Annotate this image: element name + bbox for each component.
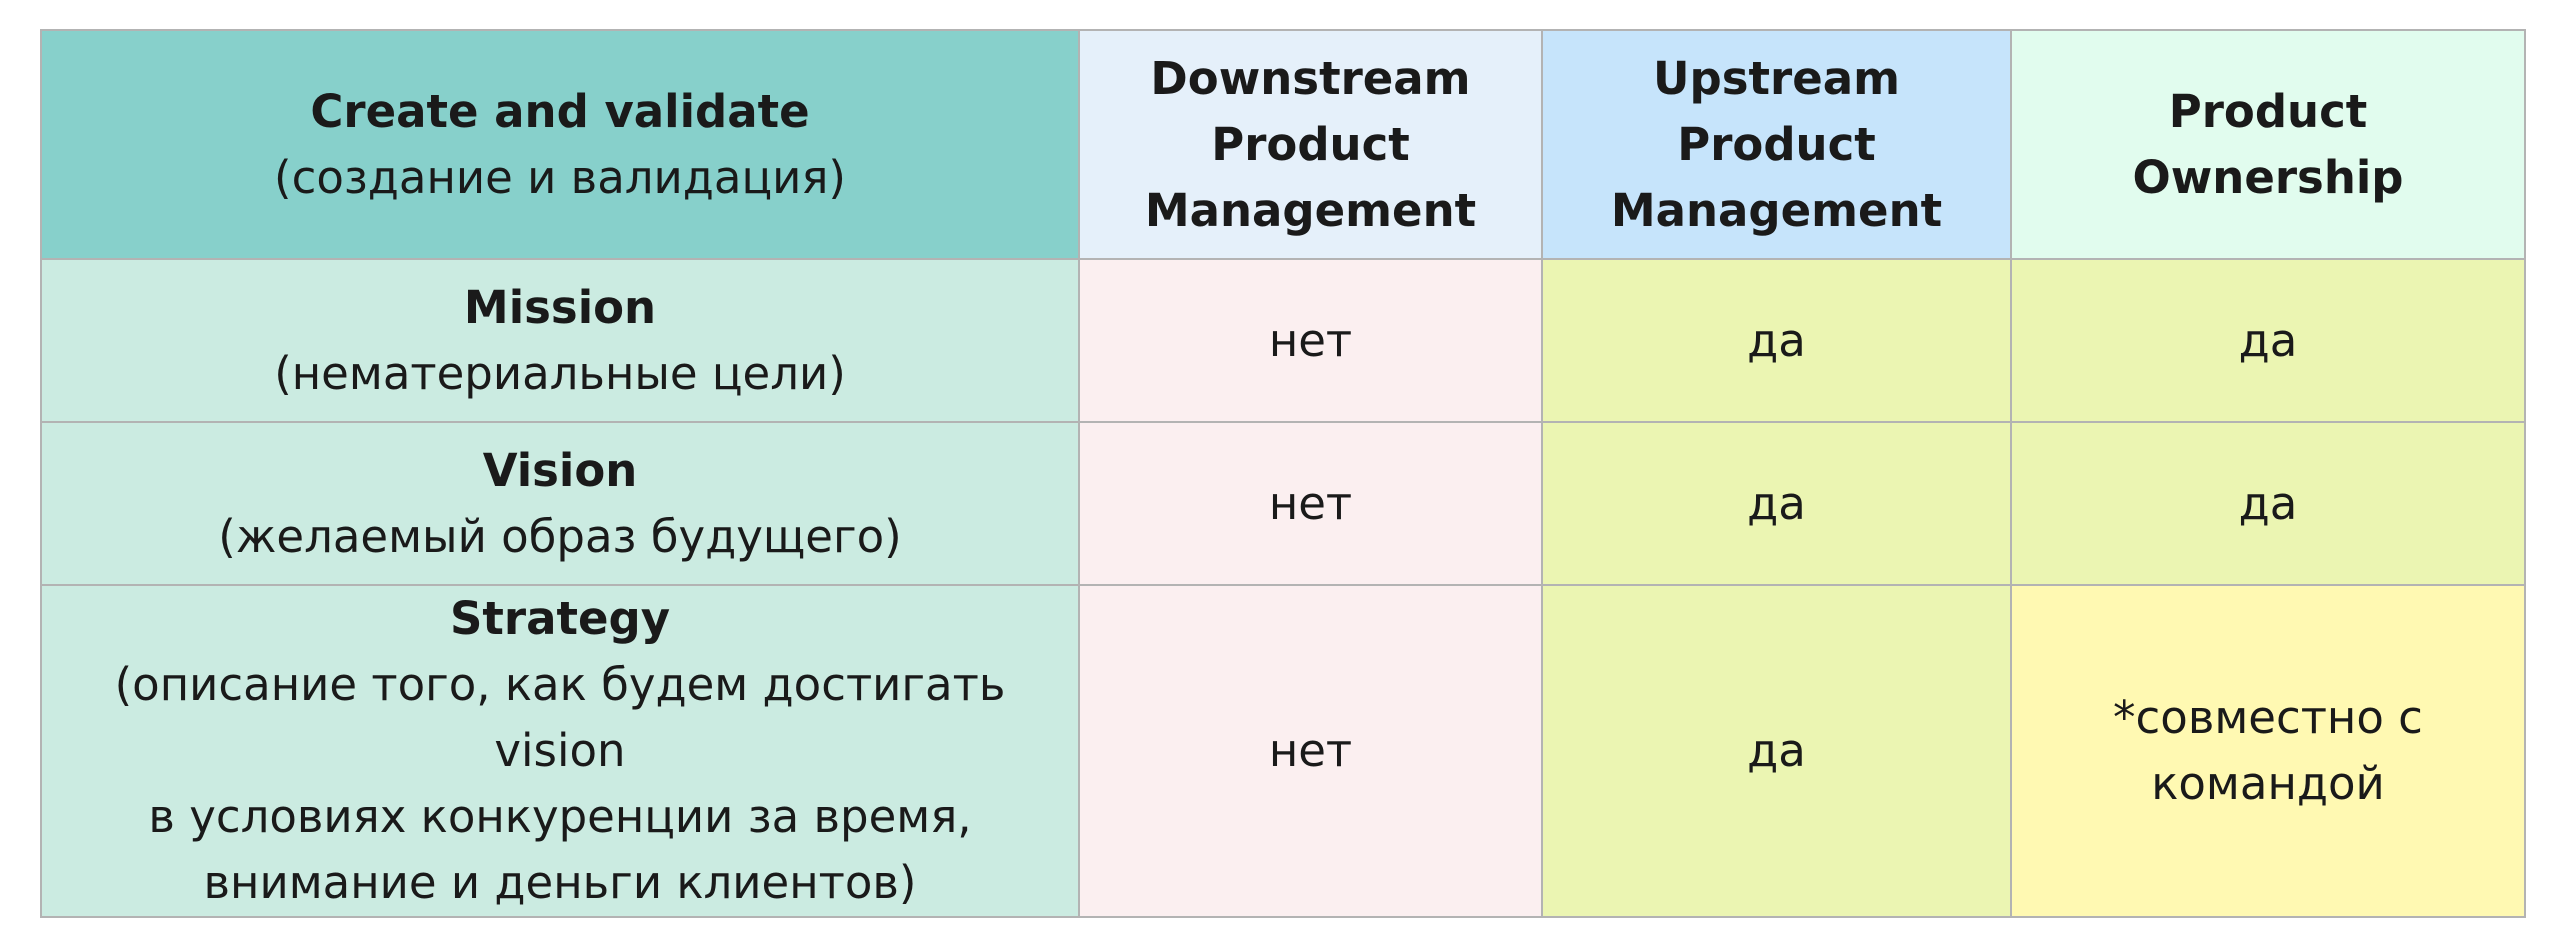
header-upstream-line: Upstream [1652, 51, 1901, 105]
header-upstream-line: Product [1677, 117, 1876, 171]
cell-ownership: *совместно с командой [2010, 584, 2526, 918]
header-ownership-line: Product [2168, 84, 2368, 138]
cell-value: нет [1268, 313, 1353, 367]
header-upstream-line: Management [1610, 183, 1943, 237]
row-subtitle: (описание того, как будем достигать visi… [114, 658, 1006, 777]
header-ownership-line: Ownership [2132, 150, 2404, 204]
header-create-validate-title: Create and validate [310, 84, 810, 138]
header-create-validate-subtitle: (создание и валидация) [274, 150, 846, 204]
cell-upstream: да [1541, 421, 2012, 586]
row-subtitle: в условиях конкуренции за время, [148, 790, 972, 843]
cell-ownership: да [2010, 421, 2526, 586]
row-title: Vision [482, 443, 638, 497]
cell-value: *совместно с [2113, 691, 2423, 744]
row-title: Mission [463, 280, 657, 334]
cell-downstream: нет [1078, 421, 1543, 586]
cell-value: да [2238, 313, 2298, 367]
header-row: Create and validate (создание и валидаци… [40, 29, 2526, 260]
cell-value: да [1747, 313, 1806, 367]
table-row: Vision (желаемый образ будущего) нет да … [40, 421, 2526, 586]
cell-downstream: нет [1078, 584, 1543, 918]
table-row: Strategy (описание того, как будем дости… [40, 584, 2526, 918]
row-label-mission: Mission (нематериальные цели) [40, 258, 1080, 423]
cell-value: да [1747, 476, 1806, 530]
header-downstream-line: Product [1211, 117, 1410, 171]
header-downstream-line: Management [1144, 183, 1477, 237]
cell-upstream: да [1541, 258, 2012, 423]
cell-upstream: да [1541, 584, 2012, 918]
row-label-strategy: Strategy (описание того, как будем дости… [40, 584, 1080, 918]
header-ownership: Product Ownership [2010, 29, 2526, 260]
header-upstream: Upstream Product Management [1541, 29, 2012, 260]
row-subtitle: (желаемый образ будущего) [218, 509, 902, 563]
cell-value: командой [2151, 757, 2385, 810]
cell-value: нет [1268, 724, 1353, 777]
cell-downstream: нет [1078, 258, 1543, 423]
header-create-validate: Create and validate (создание и валидаци… [40, 29, 1080, 260]
cell-value: да [2238, 476, 2298, 530]
table-row: Mission (нематериальные цели) нет да да [40, 258, 2526, 423]
comparison-table: Create and validate (создание и валидаци… [40, 29, 2526, 918]
header-downstream-line: Downstream [1150, 51, 1471, 105]
row-title: Strategy [449, 592, 671, 645]
cell-value: нет [1268, 476, 1353, 530]
row-label-vision: Vision (желаемый образ будущего) [40, 421, 1080, 586]
cell-ownership: да [2010, 258, 2526, 423]
header-downstream: Downstream Product Management [1078, 29, 1543, 260]
cell-value: да [1747, 724, 1806, 777]
row-subtitle: (нематериальные цели) [274, 346, 846, 400]
row-subtitle: внимание и деньги клиентов) [203, 856, 917, 909]
